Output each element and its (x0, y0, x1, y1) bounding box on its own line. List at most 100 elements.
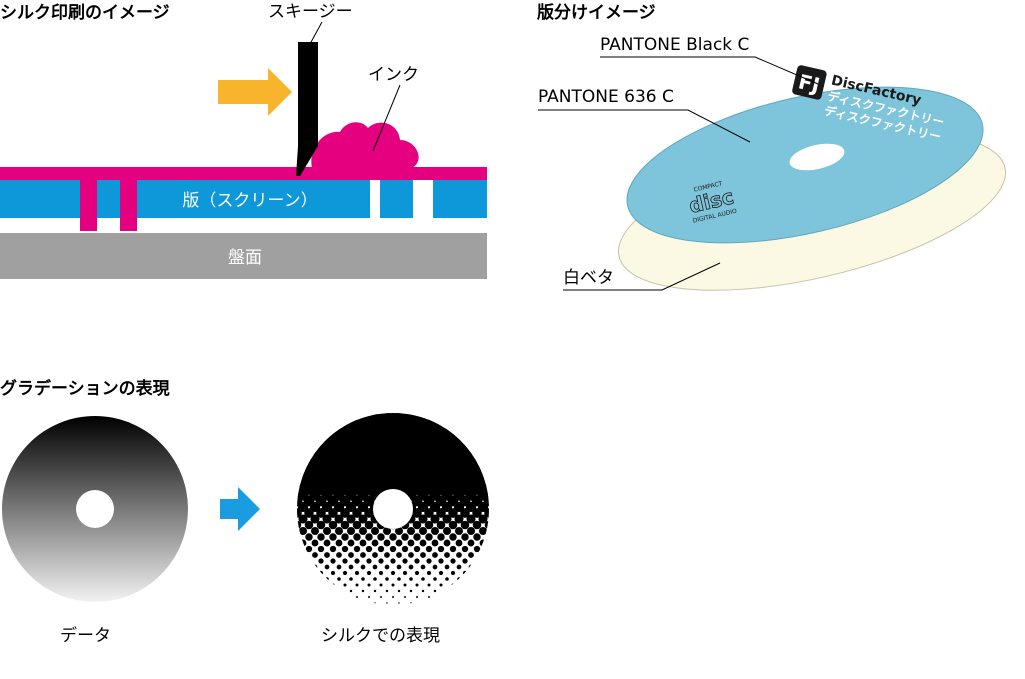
halftone-dot (436, 520, 446, 530)
halftone-dot (420, 552, 426, 558)
leader-pantone-black (600, 56, 819, 85)
halftone-dot (424, 520, 434, 530)
halftone-dot (352, 508, 362, 518)
halftone-dot (390, 570, 396, 576)
halftone-dot (311, 539, 319, 547)
halftone-dot (374, 602, 376, 604)
screen (0, 180, 487, 218)
halftone-dot (317, 533, 325, 541)
halftone-dot (395, 539, 403, 547)
halftone-dot (466, 514, 476, 524)
halftone-dot (337, 577, 341, 581)
board-label: 盤面 (228, 248, 262, 268)
halftone-dot (373, 577, 377, 581)
halftone-dot (408, 564, 414, 570)
halftone-dot (395, 527, 403, 535)
halftone-dot (428, 596, 430, 598)
halftone-dot (330, 570, 336, 576)
halftone-dot (362, 602, 364, 604)
ink-layer (0, 167, 487, 231)
halftone-dot (361, 589, 365, 593)
halftone-dot (437, 533, 445, 541)
halftone-dot (318, 570, 324, 576)
halftone-disc-hole (373, 489, 413, 529)
halftone-dot (462, 570, 468, 576)
halftone-dot (398, 602, 400, 604)
halftone-dot (479, 539, 487, 547)
halftone-dot (421, 589, 425, 593)
halftone-dot (408, 552, 414, 558)
halftone-dot (441, 501, 453, 513)
halftone-dot (444, 552, 450, 558)
halftone-dot (299, 527, 307, 535)
halftone-dot (341, 533, 349, 541)
halftone-dot (316, 520, 326, 530)
halftone-dot (384, 552, 390, 558)
ink-blob (311, 122, 419, 168)
halftone-dot (380, 596, 382, 598)
halftone-dot (328, 508, 338, 518)
halftone-dot (359, 539, 367, 547)
disc-hole (789, 143, 845, 171)
halftone-dot (396, 552, 402, 558)
halftone-dot (329, 545, 337, 553)
halftone-dot (438, 570, 444, 576)
halftone-dot (356, 596, 358, 598)
halftone-dot (417, 501, 429, 513)
halftone-dot (373, 589, 377, 593)
halftone-dot (322, 514, 332, 524)
halftone-dot (352, 520, 362, 530)
halftone-dot (377, 533, 385, 541)
halftone-dot (397, 577, 401, 581)
halftone-dot (312, 552, 318, 558)
halftone-dot (450, 558, 456, 564)
halftone-dot (385, 577, 389, 581)
halftone-dot (413, 545, 421, 553)
halftone-dot (305, 545, 313, 553)
halftone-dot (304, 508, 314, 518)
halftone-dot (341, 545, 349, 553)
screen-label: 版（スクリーン） (182, 191, 317, 211)
halftone-dot (357, 501, 369, 513)
halftone-dot (353, 533, 361, 541)
halftone-dot (359, 527, 367, 535)
halftone-dot (412, 508, 422, 518)
halftone-dot (378, 558, 384, 564)
halftone-dot (377, 545, 385, 553)
halftone-dot (478, 514, 488, 524)
halftone-dot (345, 501, 357, 513)
label-pantone-black: PANTONE Black C (600, 35, 749, 55)
halftone-dot (404, 596, 406, 598)
halftone-dot (456, 564, 462, 570)
halftone-dot (465, 501, 477, 513)
halftone-dot (433, 577, 437, 581)
halftone-dot (438, 558, 444, 564)
halftone-dot (383, 527, 391, 535)
halftone-dot (336, 564, 342, 570)
halftone-dot (364, 508, 374, 518)
halftone-dot (427, 583, 431, 587)
halftone-dot (348, 552, 354, 558)
halftone-dot (460, 508, 470, 518)
halftone-dot (325, 577, 329, 581)
halftone-dot (340, 508, 350, 518)
leader-white-base (563, 262, 721, 291)
halftone-dot (431, 539, 439, 547)
halftone-dot (436, 508, 446, 518)
halftone-dot (366, 570, 372, 576)
halftone-dot (330, 558, 336, 564)
halftone-dot (342, 570, 348, 576)
halftone-dot (367, 583, 371, 587)
halftone-dot (409, 577, 413, 581)
halftone-dot (415, 583, 419, 587)
halftone-dot (433, 589, 437, 593)
halftone-dot (384, 564, 390, 570)
push-arrow (218, 68, 292, 116)
halftone-dot (455, 527, 463, 535)
halftone-dot (343, 583, 347, 587)
halftone-dot (418, 514, 428, 524)
halftone-dot (473, 533, 481, 541)
halftone-dot (461, 545, 469, 553)
halftone-dot (426, 570, 432, 576)
